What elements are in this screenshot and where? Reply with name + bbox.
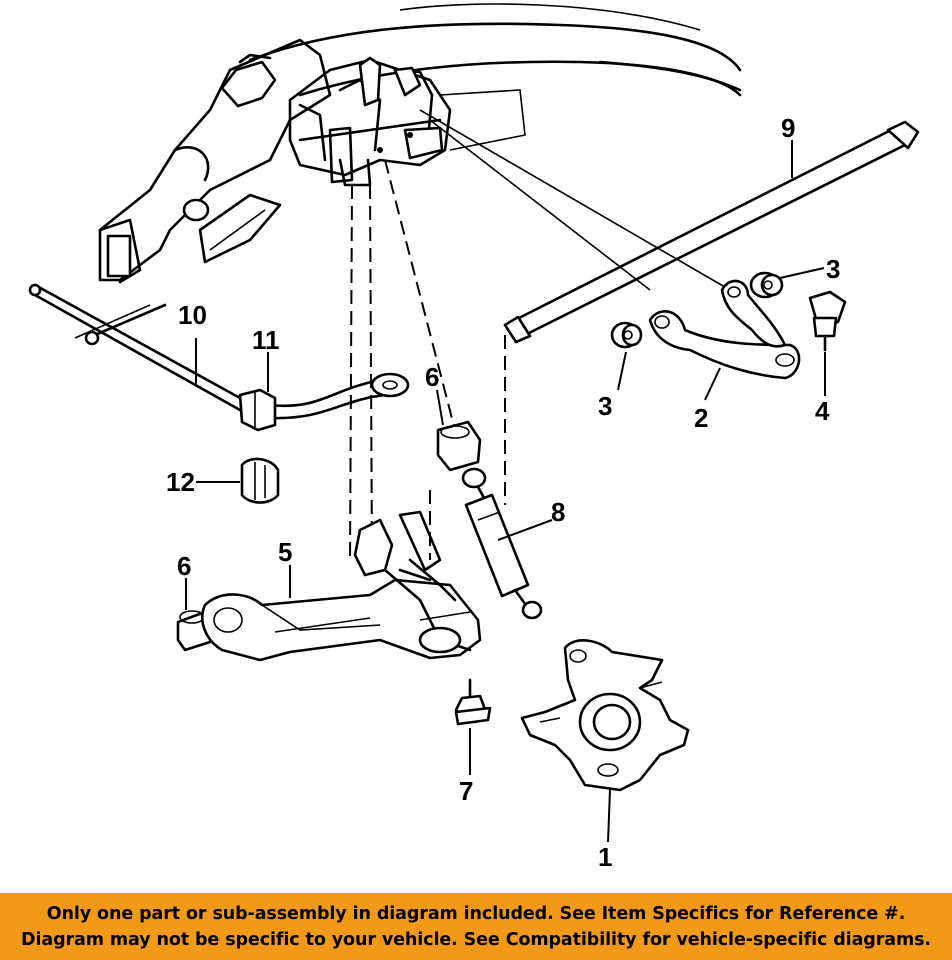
stabilizer-shaft-part-9: [503, 120, 920, 344]
ball-joint-part-7: [454, 678, 492, 726]
bushing-part-3-right: [749, 271, 784, 299]
parts-diagram-svg: 9 3 3 2 4 10 11 6 12 8 5 6 7 1: [28, 3, 920, 872]
clamp-part-12: [240, 457, 280, 504]
disclaimer-line-1: Only one part or sub-assembly in diagram…: [46, 903, 906, 924]
callout-3-left: 3: [598, 391, 612, 421]
callout-4: 4: [815, 396, 830, 426]
ball-joint-part-4: [808, 290, 847, 352]
callout-1: 1: [598, 842, 612, 872]
disclaimer-banner: Only one part or sub-assembly in diagram…: [0, 893, 952, 960]
bushing-part-6-upper: [436, 420, 482, 472]
leader-lines: [185, 140, 826, 843]
callout-3-right: 3: [826, 254, 840, 284]
bushing-part-3-left: [610, 321, 643, 349]
callout-9: 9: [781, 113, 795, 143]
upper-control-arm-part-2: [648, 279, 801, 380]
disclaimer-line-2: Diagram may not be specific to your vehi…: [21, 929, 931, 950]
callout-11: 11: [252, 325, 280, 355]
assembly-reference-lines: [74, 109, 731, 561]
callout-7: 7: [459, 776, 473, 806]
lower-control-arm-part-5: [201, 510, 482, 662]
shock-absorber-part-8: [461, 467, 543, 620]
callout-6-lower: 6: [177, 551, 191, 581]
callout-8: 8: [551, 497, 565, 527]
stabilizer-bar-part-10: [28, 283, 410, 420]
steering-knuckle-part-1: [520, 639, 690, 792]
callout-5: 5: [278, 537, 292, 567]
bushing-part-11: [238, 388, 277, 432]
callout-6-upper: 6: [425, 362, 439, 392]
callout-2: 2: [694, 403, 708, 433]
callout-12: 12: [166, 467, 195, 497]
callout-labels: 9 3 3 2 4 10 11 6 12 8 5 6 7 1: [166, 113, 840, 872]
parts-diagram: 9 3 3 2 4 10 11 6 12 8 5 6 7 1: [28, 3, 920, 872]
frame-assembly: [98, 3, 742, 284]
callout-10: 10: [178, 300, 207, 330]
